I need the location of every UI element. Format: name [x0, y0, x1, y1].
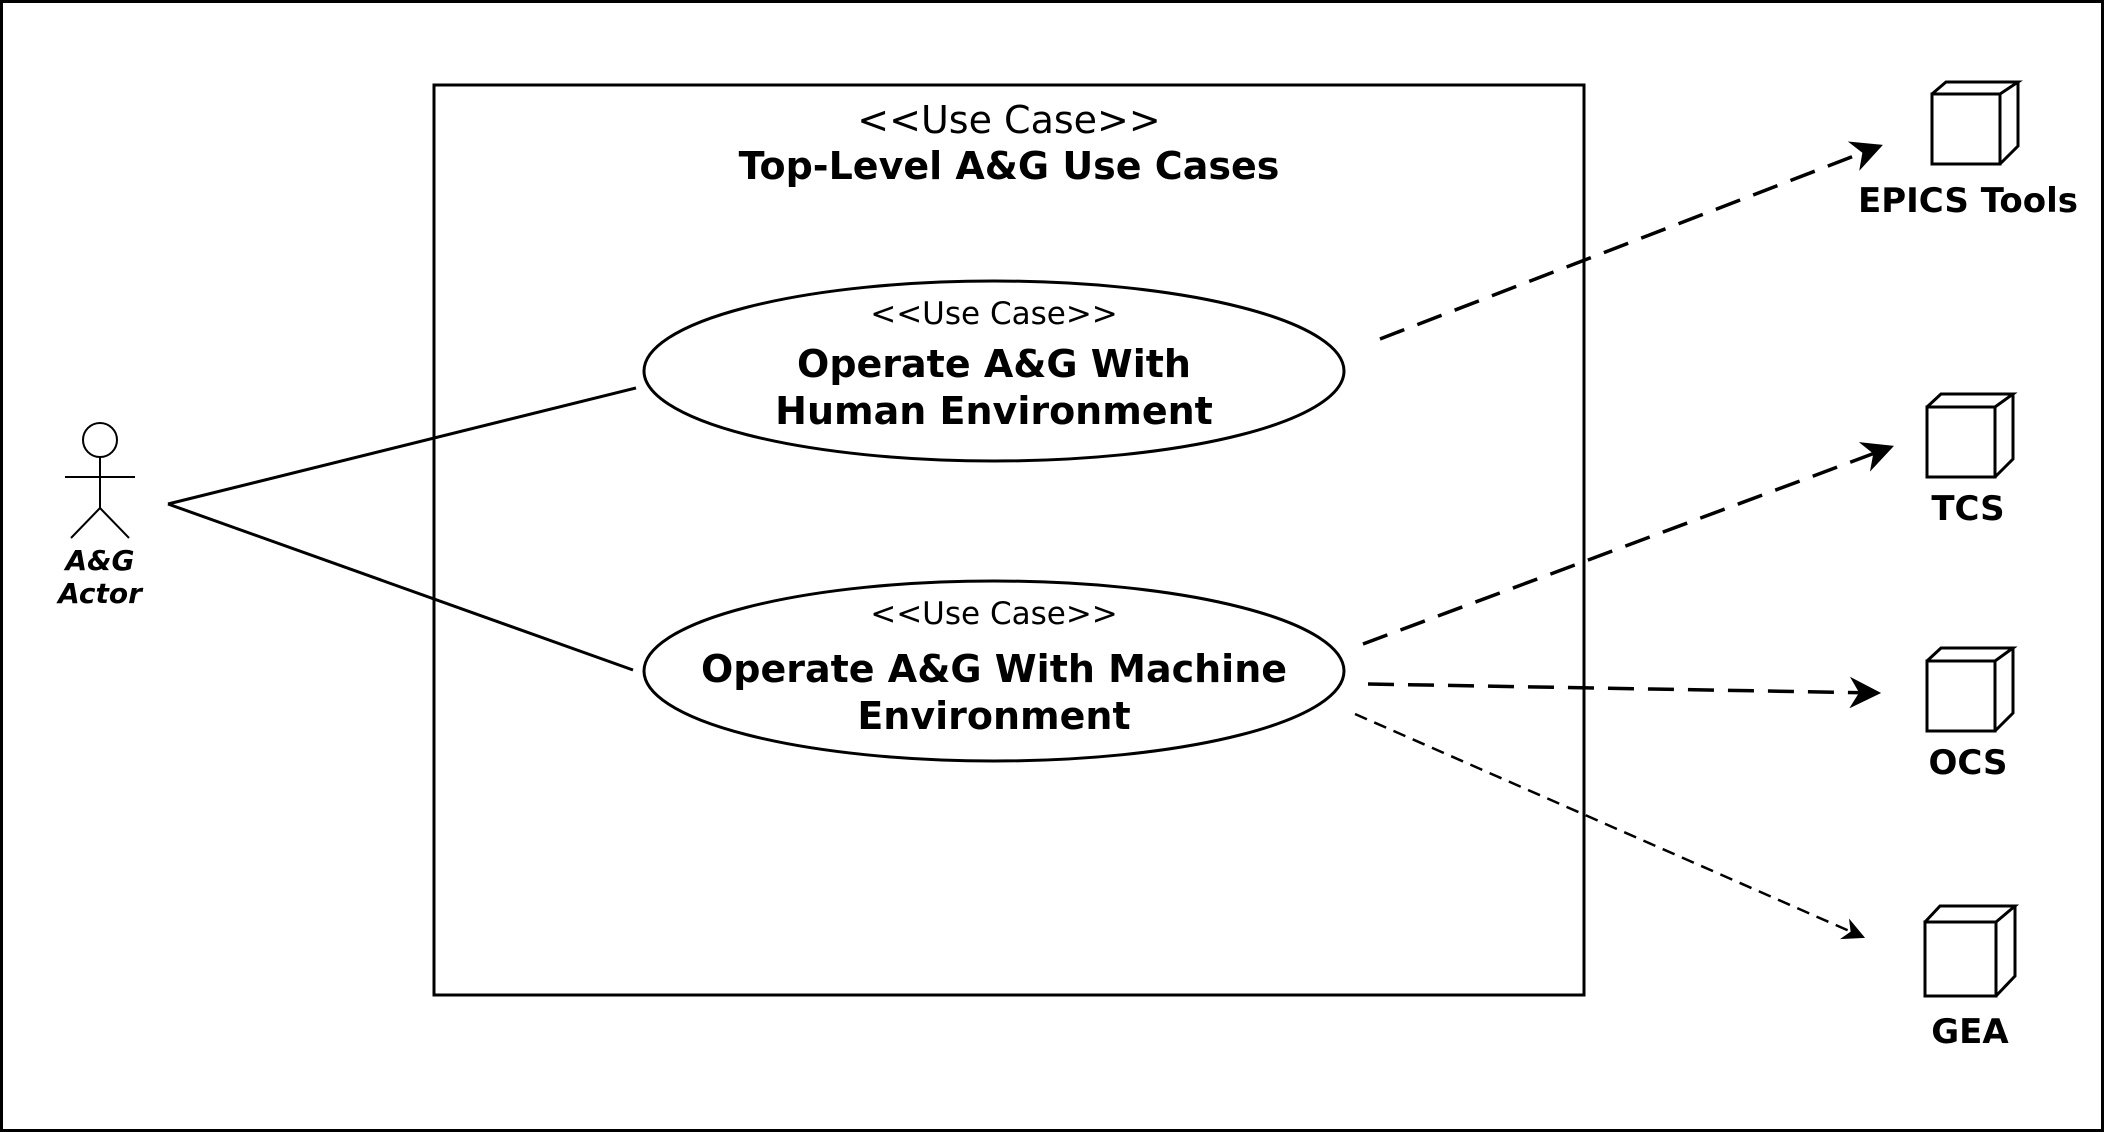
use-case-stereotype: <<Use Case>>	[870, 296, 1118, 332]
node-gea[interactable]: GEA	[1923, 904, 2020, 1052]
use-case-name-line2: Environment	[857, 694, 1130, 738]
use-case-name-line1: Operate A&G With Machine	[701, 647, 1287, 691]
use-case-name-line2: Human Environment	[775, 389, 1213, 433]
dependency-arrow-gea	[1354, 712, 1866, 940]
node-ocs[interactable]: OCS	[1925, 646, 2018, 783]
cube-icon	[1930, 80, 2023, 166]
cube-icon	[1923, 904, 2020, 998]
dependency-arrow-epics	[1379, 141, 1883, 341]
actor-ag[interactable]: A&G Actor	[56, 422, 144, 610]
use-case-name-line1: Operate A&G With	[797, 342, 1191, 386]
system-boundary-box	[432, 83, 1586, 997]
association-human	[167, 386, 637, 506]
dependency-arrow-ocs	[1367, 676, 1882, 709]
actor-name-line2: Actor	[56, 577, 144, 610]
node-label: TCS	[1931, 489, 2004, 529]
use-case-ellipse	[642, 579, 1346, 763]
stick-figure-icon	[65, 422, 135, 539]
system-boundary: <<Use Case>> Top-Level A&G Use Cases	[432, 83, 1586, 997]
use-case-ellipse	[642, 279, 1346, 463]
node-epics-tools[interactable]: EPICS Tools	[1858, 80, 2078, 221]
node-label: GEA	[1931, 1012, 2009, 1052]
cube-icon	[1925, 646, 2018, 733]
use-case-stereotype: <<Use Case>>	[870, 596, 1118, 632]
node-tcs[interactable]: TCS	[1925, 392, 2018, 529]
system-title: Top-Level A&G Use Cases	[739, 144, 1280, 188]
cube-icon	[1925, 392, 2018, 479]
system-stereotype: <<Use Case>>	[857, 98, 1160, 142]
association-machine	[167, 502, 634, 672]
node-label: OCS	[1929, 743, 2008, 783]
use-case-human-environment[interactable]: <<Use Case>> Operate A&G With Human Envi…	[642, 279, 1346, 463]
use-case-machine-environment[interactable]: <<Use Case>> Operate A&G With Machine En…	[642, 579, 1346, 763]
actor-name-line1: A&G	[63, 544, 134, 577]
node-label: EPICS Tools	[1858, 181, 2078, 221]
dependency-arrow-tcs	[1362, 442, 1894, 646]
